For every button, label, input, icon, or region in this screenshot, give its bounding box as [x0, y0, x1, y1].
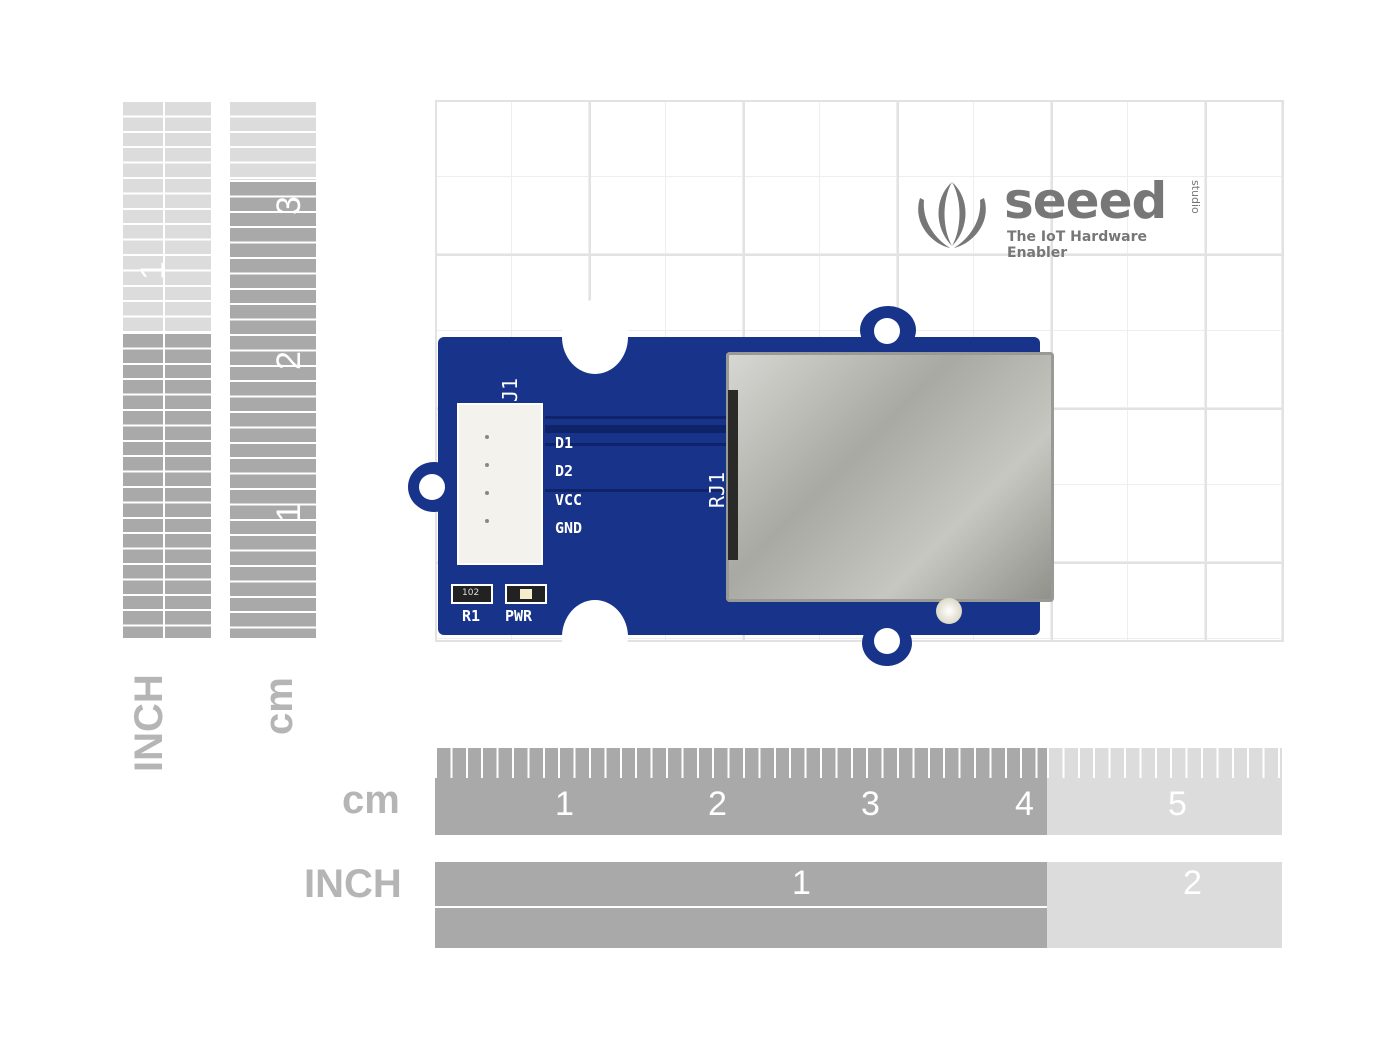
bottom-cm-ruler	[435, 748, 1047, 835]
left-cm-label: cm	[257, 677, 301, 735]
bottom-inch-number: 2	[1183, 864, 1202, 902]
pcb-trace	[545, 443, 727, 446]
pin-label-vcc: VCC	[555, 491, 583, 509]
pin-label-d2: D2	[555, 462, 574, 480]
bottom-cm-label: cm	[342, 778, 400, 822]
mount-hole	[874, 318, 900, 344]
seeed-logo: seeed studio The IoT Hardware Enabler	[912, 172, 1212, 261]
left-inch-number: 1	[134, 261, 172, 280]
pcb-trace	[545, 425, 727, 433]
bottom-cm-number: 5	[1168, 785, 1187, 823]
pcb-notch-bottom	[562, 600, 628, 674]
mount-hole	[419, 474, 445, 500]
pwr-led	[505, 584, 547, 604]
left-inch-ruler	[123, 332, 211, 638]
left-inch-ruler-light	[123, 100, 211, 332]
connector-label: J1	[498, 377, 522, 402]
resistor-marking: 102	[462, 588, 480, 598]
resistor-r1: 102	[451, 584, 493, 604]
rj45-jack	[726, 352, 1054, 602]
bottom-cm-number: 4	[1015, 785, 1034, 823]
left-cm-number-2: 2	[270, 351, 308, 370]
pin-label-d1: D1	[555, 434, 574, 452]
left-cm-number-3: 3	[270, 196, 308, 215]
ruler-divider	[163, 100, 165, 638]
pin-label-gnd: GND	[555, 519, 583, 537]
resistor-label: R1	[462, 607, 481, 625]
pcb-trace	[545, 416, 727, 419]
left-inch-label: INCH	[127, 674, 171, 772]
bottom-inch-number: 1	[792, 864, 811, 902]
pcb-trace	[545, 489, 727, 492]
bottom-inch-ruler	[435, 862, 1047, 948]
bottom-cm-ruler-light	[1047, 748, 1282, 835]
rj45-jack-side	[728, 390, 738, 560]
logo-sub: studio	[1189, 180, 1202, 214]
bottom-inch-ruler-light	[1047, 862, 1282, 948]
led-label: PWR	[505, 607, 533, 625]
bottom-cm-number: 1	[555, 785, 574, 823]
grove-connector	[457, 403, 543, 565]
left-cm-ruler-light	[230, 100, 316, 180]
logo-tagline: The IoT Hardware Enabler	[1007, 229, 1148, 261]
bottom-cm-number: 2	[708, 785, 727, 823]
bottom-inch-label: INCH	[304, 862, 402, 906]
logo-brand: seeed	[1004, 172, 1167, 230]
left-cm-number-1: 1	[270, 503, 308, 522]
mount-hole	[874, 628, 900, 654]
jack-led	[936, 598, 962, 624]
bottom-cm-number: 3	[861, 785, 880, 823]
pcb-notch-top	[562, 300, 628, 374]
seeed-leaf-icon	[918, 182, 986, 248]
left-cm-ruler	[230, 180, 316, 638]
